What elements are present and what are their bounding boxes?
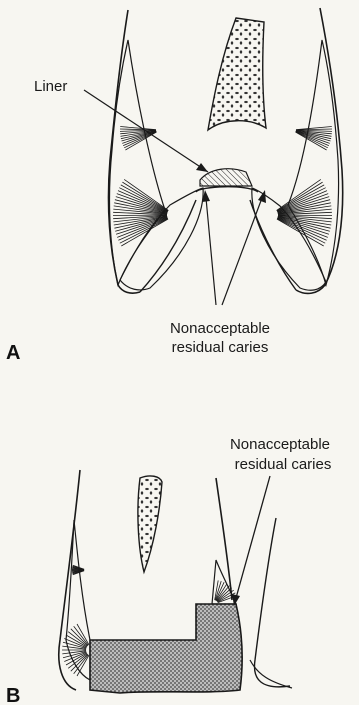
enamel-right-upper-hatch-line bbox=[296, 131, 331, 141]
caries-arrow-a-right bbox=[222, 198, 262, 305]
pulp-chamber-a bbox=[208, 18, 266, 130]
pulp-horn-b bbox=[138, 476, 162, 572]
liner-arrow bbox=[84, 90, 208, 172]
liner-label: Liner bbox=[34, 78, 67, 95]
panel-letter-a: A bbox=[6, 342, 20, 364]
liner-arrowhead bbox=[196, 163, 208, 172]
enamel-left-upper-hatch-line bbox=[123, 132, 156, 146]
caries-label-a-line2: residual caries bbox=[172, 339, 269, 356]
lesion-right-b-hatch-line bbox=[217, 588, 232, 602]
lesion-left-b-hatch-line bbox=[77, 655, 89, 676]
lesion-left-b-hatch-line bbox=[66, 653, 87, 665]
neighbor-tooth-outline-b bbox=[254, 518, 290, 687]
caries-label-b-line1: Nonacceptable bbox=[230, 436, 330, 453]
lesion-right-b-hatch-line bbox=[217, 586, 230, 601]
lesion-left-b-hatch-line bbox=[71, 654, 88, 671]
panel-b: Nonacceptable residual caries B bbox=[6, 436, 331, 705]
tooth-outline-left-b bbox=[59, 470, 80, 690]
gingiva-line-b bbox=[250, 660, 292, 688]
lesion-left-b-hatch-line bbox=[74, 626, 89, 645]
caries-arrow-a-left bbox=[206, 198, 216, 305]
panel-letter-b: B bbox=[6, 685, 20, 705]
enamel-right-hatch-line bbox=[277, 182, 323, 211]
lesion-left-b-hatch-line bbox=[74, 655, 89, 674]
enamel-left-upper-hatch-line bbox=[122, 131, 157, 141]
restoration-b bbox=[90, 604, 242, 693]
caries-label-a-line1: Nonacceptable bbox=[170, 320, 270, 337]
caries-label-b-line2: residual caries bbox=[235, 456, 332, 473]
enamel-right-upper-hatch-line bbox=[296, 132, 329, 146]
panel-a: Liner Nonacceptable residual caries A bbox=[6, 8, 343, 364]
lesion-left-b-hatch-line bbox=[66, 635, 87, 647]
tooth-outline-right-b bbox=[216, 478, 232, 600]
lesion-left-b-hatch-line bbox=[71, 629, 88, 646]
tooth-outline-right-a bbox=[296, 8, 343, 293]
lesion-left-a bbox=[120, 188, 203, 290]
caries-arrow-b bbox=[236, 476, 270, 598]
